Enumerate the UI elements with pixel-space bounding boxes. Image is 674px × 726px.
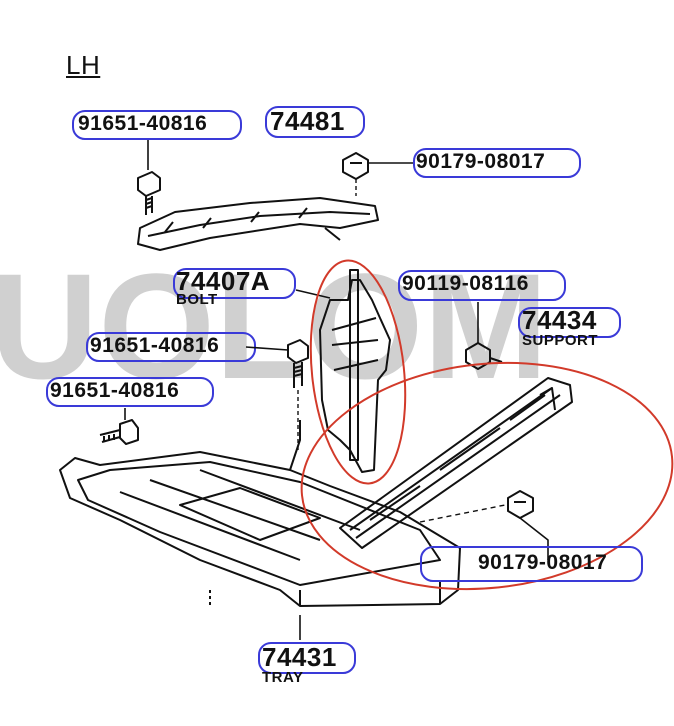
bolt-lower-icon: [99, 408, 139, 445]
bolt-middle-icon: [287, 339, 309, 450]
part-number-label[interactable]: 91651-40816: [50, 379, 180, 402]
watermark: UOLOM: [0, 270, 548, 390]
hold-down-bracket: [137, 197, 379, 251]
highlight-bolt-ellipse: [309, 259, 407, 485]
side-label: LH: [66, 50, 101, 80]
pill-outline: [398, 270, 566, 301]
part-number-label[interactable]: 74431: [262, 642, 337, 672]
clamp-bolt: [295, 269, 391, 473]
pill-outline: [413, 148, 581, 178]
battery-tray: [59, 420, 461, 640]
pill-outline: [265, 106, 365, 138]
pill-outline: [72, 110, 242, 140]
highlight-support-ellipse: [300, 361, 674, 591]
part-number-label[interactable]: 91651-40816: [78, 112, 208, 135]
part-number-label[interactable]: 74407A: [176, 266, 271, 296]
pill-outline: [518, 307, 621, 338]
part-number-label[interactable]: 90119-08116: [402, 272, 529, 295]
pill-outline: [173, 268, 296, 299]
part-number-label[interactable]: 91651-40816: [90, 334, 220, 357]
nut-lower-icon: [419, 490, 549, 560]
pill-outline: [420, 546, 643, 582]
part-number-label[interactable]: 90179-08017: [478, 551, 608, 574]
nut-middle-icon: [465, 302, 503, 370]
part-number-label[interactable]: 90179-08017: [416, 150, 546, 173]
part-name-label: BOLT: [176, 291, 218, 308]
part-name-label: SUPPORT: [522, 332, 599, 349]
pill-outline: [46, 377, 214, 407]
watermark-text: UOLOM: [0, 270, 548, 390]
bolt-top-icon: [137, 140, 161, 215]
part-number-label[interactable]: 74434: [522, 305, 597, 335]
part-number-label[interactable]: 74481: [270, 106, 345, 136]
pill-outline: [258, 642, 356, 674]
nut-top-icon: [342, 152, 415, 196]
part-name-label: TRAY: [262, 669, 304, 686]
